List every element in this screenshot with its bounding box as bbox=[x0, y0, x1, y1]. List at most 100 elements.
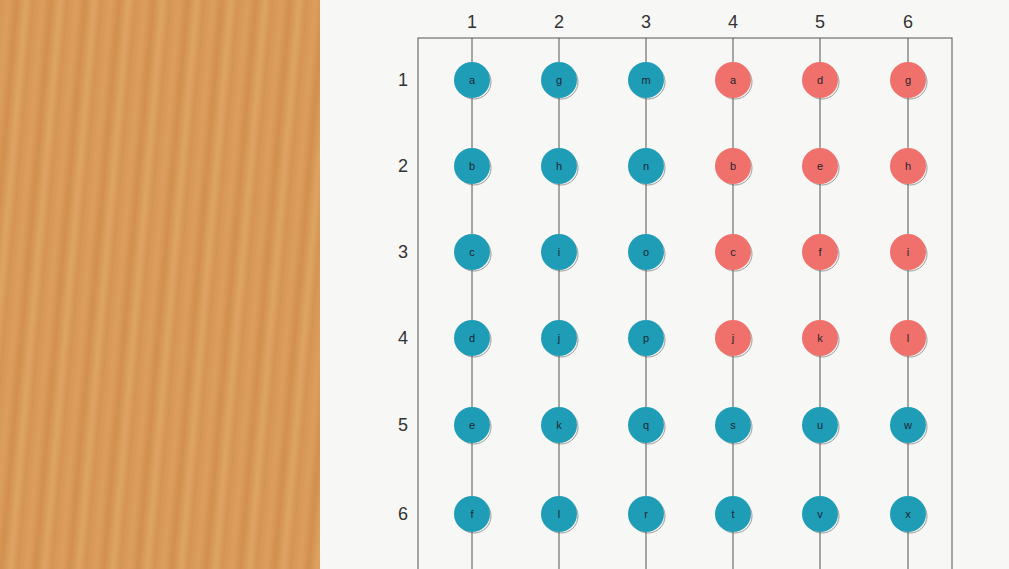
column-number: 2 bbox=[554, 12, 564, 33]
grid-line bbox=[646, 356, 647, 407]
row-number: 2 bbox=[398, 156, 408, 177]
dot-letter: o bbox=[643, 247, 649, 258]
sticker-dot: k bbox=[541, 407, 577, 443]
row-number: 4 bbox=[398, 328, 408, 349]
grid-line-end bbox=[733, 38, 734, 62]
dot-letter: a bbox=[730, 75, 736, 86]
dot-letter: l bbox=[907, 333, 909, 344]
dot-letter: c bbox=[469, 247, 475, 258]
dot-letter: f bbox=[818, 247, 821, 258]
dot-letter: s bbox=[730, 420, 736, 431]
sticker-dot: w bbox=[890, 407, 926, 443]
dot-letter: f bbox=[470, 509, 473, 520]
grid-line bbox=[472, 184, 473, 234]
dot-letter: w bbox=[904, 420, 912, 431]
grid-line bbox=[472, 98, 473, 148]
dot-letter: e bbox=[469, 420, 475, 431]
grid-line bbox=[908, 443, 909, 496]
dot-letter: j bbox=[732, 333, 734, 344]
column-number: 6 bbox=[903, 12, 913, 33]
grid-line-ends bbox=[472, 38, 908, 569]
grid-line bbox=[559, 98, 560, 148]
column-number: 4 bbox=[728, 12, 738, 33]
dot-letter: i bbox=[907, 247, 909, 258]
grid-line bbox=[733, 443, 734, 496]
sticker-dot: l bbox=[541, 496, 577, 532]
grid-line-end bbox=[559, 38, 560, 62]
row-number: 6 bbox=[398, 504, 408, 525]
dot-letter: x bbox=[905, 509, 911, 520]
grid-line bbox=[820, 270, 821, 320]
dot-letter: q bbox=[643, 420, 649, 431]
row-number: 3 bbox=[398, 242, 408, 263]
dot-letter: t bbox=[731, 509, 734, 520]
printed-circles bbox=[457, 65, 927, 533]
grid-line bbox=[559, 356, 560, 407]
grid-border bbox=[418, 38, 952, 569]
sticker-dot: k bbox=[802, 320, 838, 356]
sticker-dot: j bbox=[715, 320, 751, 356]
dot-letter: n bbox=[643, 161, 649, 172]
grid-line bbox=[559, 443, 560, 496]
grid-line bbox=[820, 356, 821, 407]
grid-line bbox=[820, 443, 821, 496]
wood-surface bbox=[0, 0, 320, 569]
sticker-dot: f bbox=[454, 496, 490, 532]
dot-letter: p bbox=[643, 333, 649, 344]
dot-letter: g bbox=[556, 75, 562, 86]
sticker-dot: d bbox=[802, 62, 838, 98]
sticker-dot: u bbox=[802, 407, 838, 443]
sticker-dot: t bbox=[715, 496, 751, 532]
sticker-dot: c bbox=[454, 234, 490, 270]
grid-line bbox=[908, 270, 909, 320]
grid-line-end bbox=[646, 38, 647, 62]
sticker-dot: a bbox=[715, 62, 751, 98]
grid-line bbox=[646, 98, 647, 148]
sticker-dot: f bbox=[802, 234, 838, 270]
dot-letter: d bbox=[817, 75, 823, 86]
grid-line bbox=[908, 184, 909, 234]
dot-letter: j bbox=[558, 333, 560, 344]
sticker-dot: i bbox=[541, 234, 577, 270]
sticker-dot: a bbox=[454, 62, 490, 98]
grid-line-end bbox=[820, 38, 821, 62]
dot-letter: d bbox=[469, 333, 475, 344]
grid-line bbox=[472, 443, 473, 496]
dot-letter: u bbox=[817, 420, 823, 431]
grid-line bbox=[908, 98, 909, 148]
sticker-dot: v bbox=[802, 496, 838, 532]
sticker-dot: l bbox=[890, 320, 926, 356]
sticker-dot: c bbox=[715, 234, 751, 270]
dot-letter: h bbox=[556, 161, 562, 172]
grid-line bbox=[646, 184, 647, 234]
dot-letter: b bbox=[469, 161, 475, 172]
column-number: 1 bbox=[467, 12, 477, 33]
grid-line bbox=[820, 184, 821, 234]
grid-line bbox=[472, 356, 473, 407]
sticker-dot: q bbox=[628, 407, 664, 443]
grid-line bbox=[646, 270, 647, 320]
sticker-dot: r bbox=[628, 496, 664, 532]
grid-line bbox=[646, 443, 647, 496]
grid-line bbox=[733, 270, 734, 320]
grid-line-end bbox=[472, 38, 473, 62]
sticker-dot: m bbox=[628, 62, 664, 98]
dot-letter: h bbox=[905, 161, 911, 172]
sticker-dot: d bbox=[454, 320, 490, 356]
dot-letter: i bbox=[558, 247, 560, 258]
grid-line bbox=[559, 270, 560, 320]
dot-letter: v bbox=[817, 509, 823, 520]
sticker-dot: s bbox=[715, 407, 751, 443]
grid-line-end bbox=[820, 532, 821, 569]
dot-letter: b bbox=[730, 161, 736, 172]
grid-line bbox=[733, 356, 734, 407]
sticker-dot: e bbox=[454, 407, 490, 443]
dot-letter: m bbox=[641, 75, 650, 86]
dot-letter: r bbox=[644, 509, 648, 520]
grid-line-end bbox=[908, 532, 909, 569]
column-number: 5 bbox=[815, 12, 825, 33]
grid-line-end bbox=[733, 532, 734, 569]
sticker-dot: b bbox=[454, 148, 490, 184]
